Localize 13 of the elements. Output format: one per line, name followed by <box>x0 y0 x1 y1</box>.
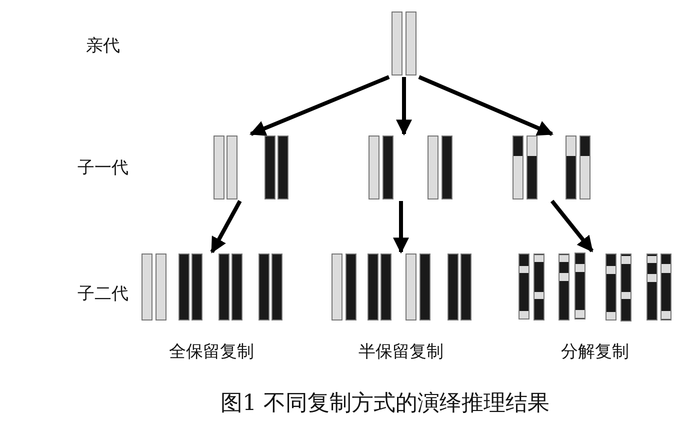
arrow <box>393 201 409 254</box>
method-label: 分解复制 <box>561 341 629 363</box>
arrow <box>210 200 242 254</box>
method-label: 半保留复制 <box>358 341 444 363</box>
arrow <box>396 77 412 136</box>
method-label: 全保留复制 <box>169 341 254 363</box>
arrow <box>418 75 554 136</box>
generation-label: 子一代 <box>78 157 128 179</box>
generation-label: 亲代 <box>86 35 120 57</box>
figure-caption: 图1 不同复制方式的演绎推理结果 <box>220 390 550 418</box>
arrow <box>250 75 390 136</box>
arrow <box>550 200 594 252</box>
generation-label: 子二代 <box>78 283 128 305</box>
